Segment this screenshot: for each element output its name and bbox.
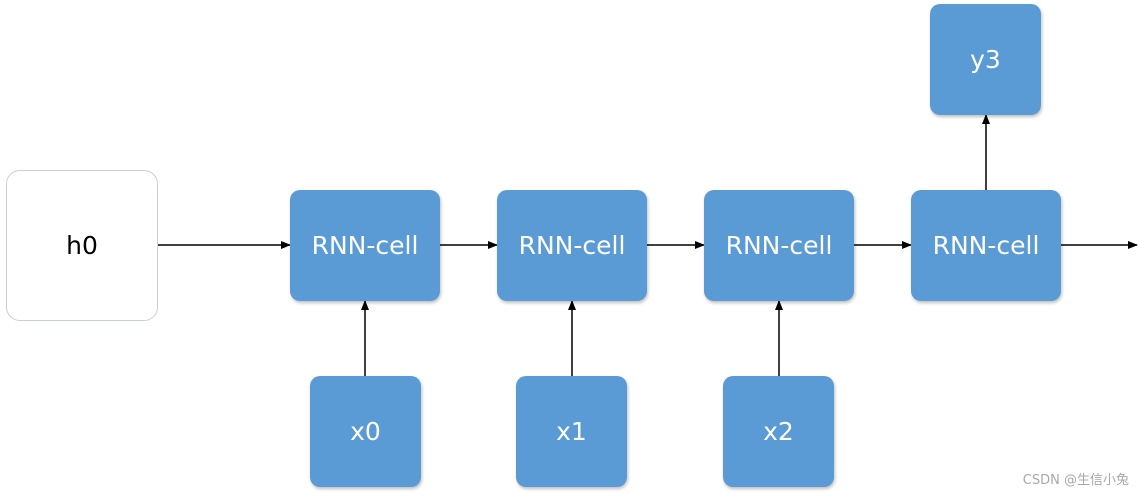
initial-hidden-state: h0 [6, 170, 158, 321]
input-label: x0 [350, 417, 381, 446]
rnn-cell-0: RNN-cell [290, 190, 440, 301]
input-label: x2 [763, 417, 794, 446]
rnn-cell-label: RNN-cell [725, 231, 833, 260]
rnn-cell-3: RNN-cell [911, 190, 1061, 301]
output-label: y3 [970, 45, 1001, 74]
input-x0: x0 [310, 376, 421, 487]
rnn-cell-2: RNN-cell [704, 190, 854, 301]
rnn-cell-label: RNN-cell [518, 231, 626, 260]
rnn-cell-label: RNN-cell [932, 231, 1040, 260]
rnn-cell-label: RNN-cell [311, 231, 419, 260]
watermark: CSDN @生信小兔 [1022, 473, 1129, 488]
input-x1: x1 [516, 376, 627, 487]
initial-hidden-state-label: h0 [66, 231, 98, 260]
input-x2: x2 [723, 376, 834, 487]
output-y3: y3 [930, 4, 1041, 115]
input-label: x1 [556, 417, 587, 446]
rnn-cell-1: RNN-cell [497, 190, 647, 301]
